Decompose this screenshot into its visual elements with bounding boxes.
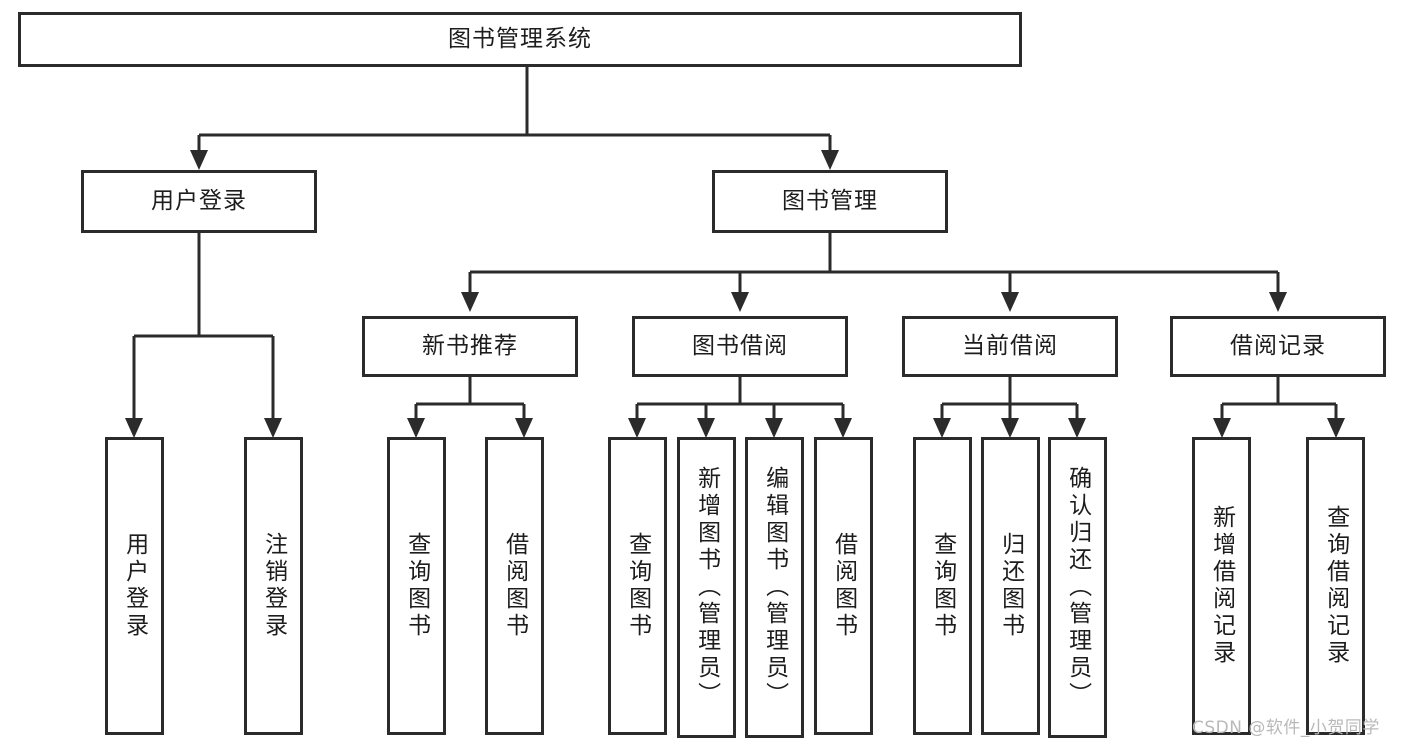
node-label: 新增图书（管理员） [693, 466, 720, 709]
leaf-query-book-recommend[interactable]: 查询图书 [387, 437, 446, 735]
leaf-user-login[interactable]: 用户登录 [105, 437, 164, 735]
node-label: 图书借阅 [692, 332, 788, 359]
leaf-add-borrow-record[interactable]: 新增借阅记录 [1192, 437, 1251, 735]
node-label: 查询借阅记录 [1322, 505, 1349, 667]
node-label: 图书管理系统 [448, 25, 592, 52]
node-label: 确认归还（管理员） [1064, 466, 1091, 709]
node-book-borrow[interactable]: 图书借阅 [632, 316, 848, 377]
leaf-borrow-book[interactable]: 借阅图书 [814, 437, 873, 735]
leaf-confirm-return-admin[interactable]: 确认归还（管理员） [1048, 437, 1107, 738]
node-current-borrow[interactable]: 当前借阅 [902, 316, 1118, 377]
node-label: 图书管理 [782, 187, 878, 214]
node-label: 查询图书 [929, 532, 956, 640]
leaf-query-borrow-record[interactable]: 查询借阅记录 [1306, 437, 1365, 735]
leaf-add-book-admin[interactable]: 新增图书（管理员） [677, 437, 736, 738]
node-label: 借阅记录 [1230, 332, 1326, 359]
node-new-book-recommend[interactable]: 新书推荐 [362, 316, 578, 377]
node-label: 归还图书 [997, 532, 1024, 640]
leaf-logout-login[interactable]: 注销登录 [244, 437, 303, 735]
csdn-watermark: CSDN @软件_小贺同学 [1192, 718, 1380, 738]
node-book-management[interactable]: 图书管理 [712, 170, 948, 233]
leaf-edit-book-admin[interactable]: 编辑图书（管理员） [745, 437, 804, 738]
leaf-borrow-book-recommend[interactable]: 借阅图书 [485, 437, 544, 735]
node-label: 借阅图书 [830, 532, 857, 640]
leaf-query-book-current[interactable]: 查询图书 [913, 437, 972, 735]
node-label: 注销登录 [260, 532, 287, 640]
node-label: 当前借阅 [962, 332, 1058, 359]
node-label: 查询图书 [403, 532, 430, 640]
node-label: 新书推荐 [422, 332, 518, 359]
node-borrow-record[interactable]: 借阅记录 [1170, 316, 1386, 377]
node-label: 借阅图书 [501, 532, 528, 640]
node-root-book-management-system[interactable]: 图书管理系统 [18, 12, 1022, 67]
leaf-return-book[interactable]: 归还图书 [981, 437, 1040, 735]
node-label: 用户登录 [151, 187, 247, 214]
node-label: 新增借阅记录 [1208, 505, 1235, 667]
node-user-login[interactable]: 用户登录 [81, 170, 317, 233]
leaf-query-book-borrow[interactable]: 查询图书 [608, 437, 667, 735]
node-label: 编辑图书（管理员） [761, 466, 788, 709]
node-label: 用户登录 [121, 532, 148, 640]
node-label: 查询图书 [624, 532, 651, 640]
